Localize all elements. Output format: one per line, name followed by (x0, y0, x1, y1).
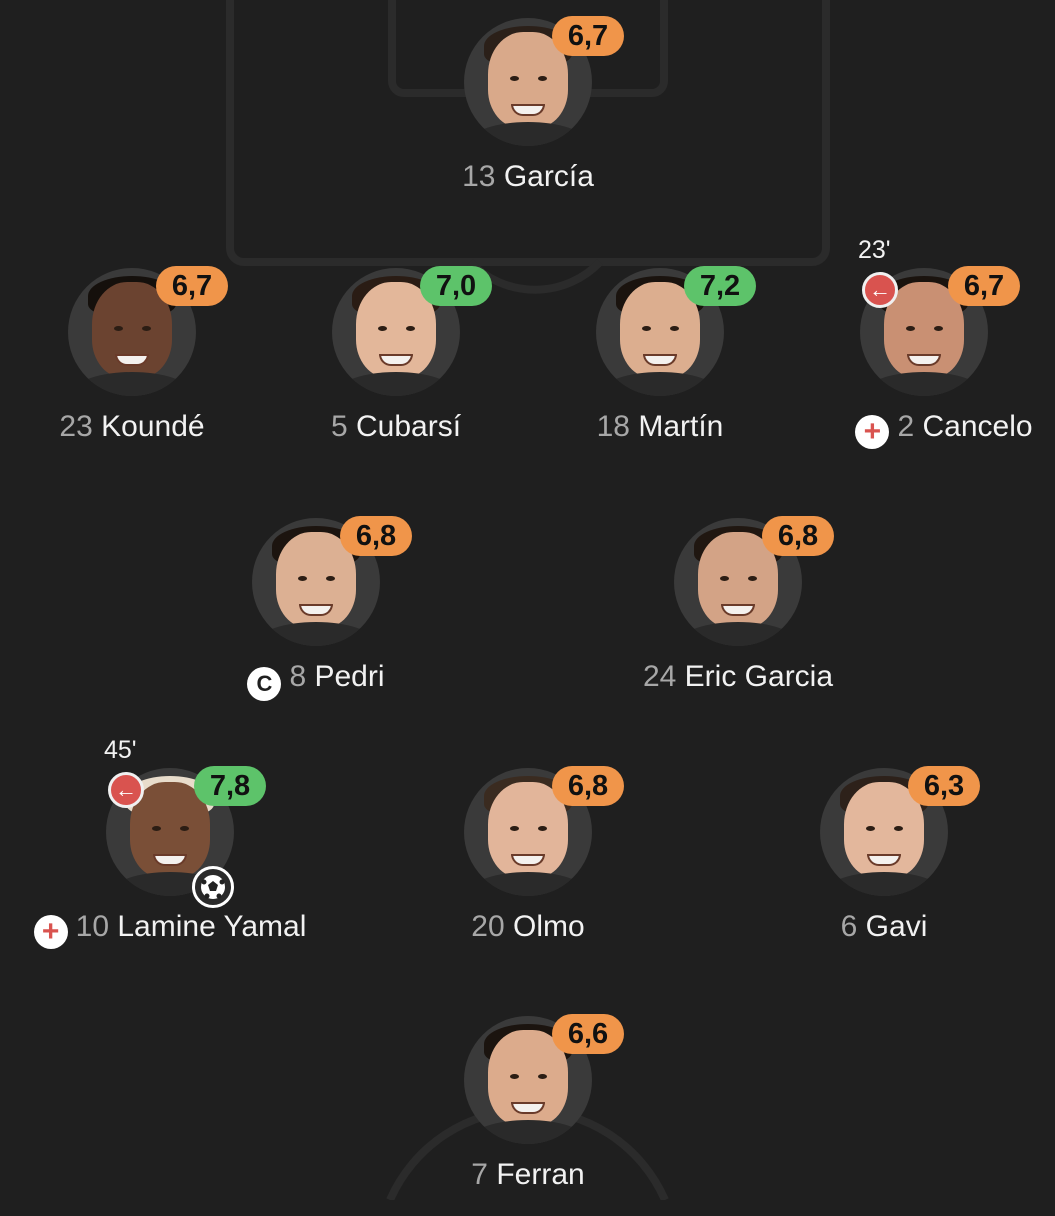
plus-icon: + (855, 415, 890, 449)
player-photo (860, 268, 988, 396)
player-card-gavi[interactable]: 6,3 6 Gavi (764, 766, 1004, 968)
player-card-kounde[interactable]: 6,7 23 Koundé (12, 266, 252, 468)
player-label: 7 Ferran (471, 1158, 585, 1191)
player-label: 23 Koundé (59, 410, 205, 443)
player-card-garcia[interactable]: 6,7 13 García (408, 16, 648, 218)
rating-badge: 7,2 (684, 266, 756, 306)
rating-badge: 6,8 (552, 766, 624, 806)
player-card-eric-garcia[interactable]: 6,8 24 Eric Garcia (618, 516, 858, 718)
arrow-left-icon: ← (862, 272, 898, 308)
player-card-lamine-yamal[interactable]: 45' ← 7,8 +10 Lamine Yamal (33, 736, 306, 968)
rating-badge: 6,3 (908, 766, 980, 806)
rating-badge: 6,7 (156, 266, 228, 306)
rating-badge: 6,8 (762, 516, 834, 556)
player-label: 18 Martín (596, 410, 724, 443)
rating-badge: 7,8 (194, 766, 266, 806)
player-label: 6 Gavi (840, 910, 928, 943)
player-card-ferran[interactable]: 6,6 7 Ferran (408, 1014, 648, 1216)
plus-icon: + (33, 915, 68, 949)
player-photo (464, 1016, 592, 1144)
substitution-minute: 45' (104, 736, 137, 764)
rating-badge: 6,7 (552, 16, 624, 56)
rating-badge: 7,0 (420, 266, 492, 306)
player-card-cubarsi[interactable]: 7,0 5 Cubarsí (276, 266, 516, 468)
football-icon (192, 866, 234, 908)
player-label: 20 Olmo (471, 910, 585, 943)
rating-badge: 6,6 (552, 1014, 624, 1054)
player-card-martin[interactable]: 7,2 18 Martín (540, 266, 780, 468)
arrow-left-icon: ← (108, 772, 144, 808)
player-card-cancelo[interactable]: 23' ← 6,7 +2 Cancelo (804, 236, 1044, 468)
rating-badge: 6,8 (340, 516, 412, 556)
player-label: +2 Cancelo (784, 410, 1055, 449)
substitution-minute: 23' (858, 236, 891, 264)
rating-badge: 6,7 (948, 266, 1020, 306)
captain-c-icon: C (247, 667, 282, 701)
player-label: 24 Eric Garcia (642, 660, 834, 693)
player-label: 5 Cubarsí (330, 410, 462, 443)
player-label: +10 Lamine Yamal (10, 910, 330, 949)
player-label: 13 García (462, 160, 594, 193)
player-card-olmo[interactable]: 6,8 20 Olmo (408, 766, 648, 968)
